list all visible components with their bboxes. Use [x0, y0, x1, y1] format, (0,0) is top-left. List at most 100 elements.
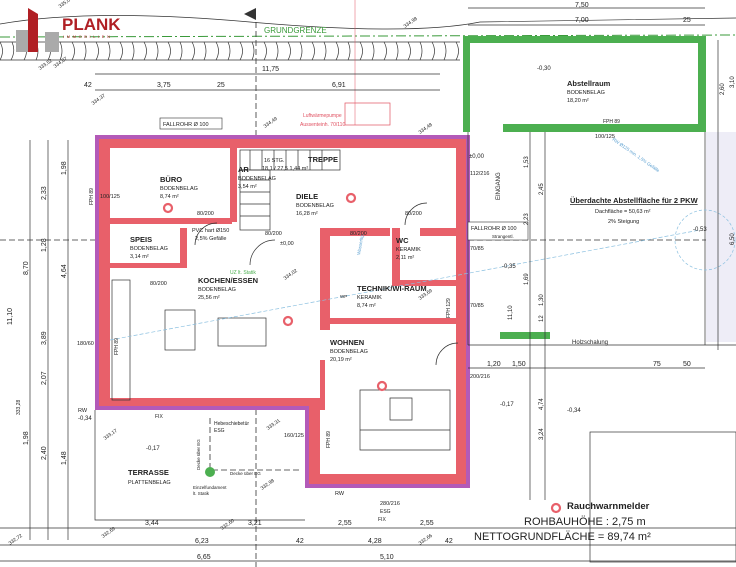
- room-diele: DIELE: [296, 192, 318, 201]
- svg-text:25: 25: [683, 17, 691, 24]
- foundation-marker: [205, 467, 215, 477]
- svg-text:FPH 89: FPH 89: [603, 119, 620, 125]
- svg-text:332,98: 332,98: [260, 478, 276, 492]
- svg-text:Hebeschiebetür: Hebeschiebetür: [214, 421, 249, 427]
- svg-text:1,53: 1,53: [524, 156, 530, 168]
- svg-text:-0,34: -0,34: [567, 408, 581, 414]
- svg-text:-0,35: -0,35: [502, 264, 516, 270]
- svg-text:4,64: 4,64: [61, 264, 68, 278]
- svg-text:7,00: 7,00: [575, 17, 589, 24]
- svg-text:4,28: 4,28: [368, 538, 382, 545]
- top-dimensions: 11,75 3,75 25 6,91 42 7,50 7,00 25: [84, 2, 705, 91]
- svg-text:75: 75: [653, 361, 661, 368]
- svg-text:42: 42: [84, 82, 92, 89]
- plank-logo: PLANK IMMOBILIEN: [16, 8, 121, 52]
- carport-labels: Überdachte Abstellfläche für 2 PKW Dachf…: [570, 196, 699, 225]
- svg-text:EINGANG: EINGANG: [496, 172, 502, 200]
- svg-text:1,50: 1,50: [512, 361, 526, 368]
- svg-text:FPH 89: FPH 89: [326, 431, 332, 448]
- svg-text:Einzelfundament: Einzelfundament: [193, 485, 227, 490]
- svg-text:ESG: ESG: [214, 428, 225, 434]
- svg-text:2,11 m²: 2,11 m²: [396, 255, 414, 261]
- svg-text:FALLROHR Ø 100: FALLROHR Ø 100: [163, 122, 209, 128]
- svg-text:1,69: 1,69: [524, 273, 530, 285]
- svg-text:BODENBELAG: BODENBELAG: [296, 203, 334, 209]
- svg-text:-0,30: -0,30: [537, 66, 551, 72]
- svg-text:3,21: 3,21: [248, 520, 262, 527]
- svg-text:12: 12: [539, 315, 545, 322]
- svg-text:BODENBELAG: BODENBELAG: [238, 176, 276, 182]
- svg-text:RW: RW: [78, 408, 88, 414]
- svg-text:BODENBELAG: BODENBELAG: [567, 90, 605, 96]
- svg-text:FALLROHR Ø 100: FALLROHR Ø 100: [471, 226, 517, 232]
- svg-text:-0,17: -0,17: [146, 446, 160, 452]
- svg-text:KERAMIK: KERAMIK: [396, 247, 421, 253]
- svg-text:1,20: 1,20: [487, 361, 501, 368]
- svg-text:8,74 m²: 8,74 m²: [357, 303, 376, 309]
- room-treppe: TREPPE: [308, 155, 338, 164]
- svg-text:Holzschalung: Holzschalung: [572, 340, 608, 346]
- svg-text:2,55: 2,55: [420, 520, 434, 527]
- svg-text:6,50: 6,50: [730, 233, 736, 245]
- terrain-line: [0, 15, 736, 30]
- svg-text:1,98: 1,98: [61, 161, 68, 175]
- room-wohnen: WOHNEN: [330, 338, 364, 347]
- ceiling-line: [209, 418, 300, 471]
- svg-text:3,75: 3,75: [157, 82, 171, 89]
- mid-dimensions: 1,20 1,50 75 50: [468, 361, 705, 369]
- svg-text:3,24: 3,24: [539, 428, 545, 440]
- legend-height: ROHBAUHÖHE : 2,75 m: [524, 516, 646, 528]
- svg-text:333,31: 333,31: [266, 418, 282, 432]
- svg-text:333,17: 333,17: [103, 428, 119, 442]
- svg-text:334,98: 334,98: [403, 16, 419, 30]
- drain-line: [109, 229, 701, 341]
- svg-text:25,56 m²: 25,56 m²: [198, 295, 220, 301]
- room-labels: BÜRO BODENBELAG 8,74 m² AR BODENBELAG 3,…: [128, 79, 611, 486]
- svg-text:332,66: 332,66: [418, 533, 434, 547]
- svg-text:50: 50: [683, 361, 691, 368]
- svg-text:PLATTENBELAG: PLATTENBELAG: [128, 480, 171, 486]
- neighbor-building-outline: [589, 431, 736, 563]
- seepage-well: [674, 209, 736, 271]
- svg-text:Überdachte Abstellfläche für 2: Überdachte Abstellfläche für 2 PKW: [570, 196, 699, 205]
- svg-text:20,19 m²: 20,19 m²: [330, 357, 352, 363]
- svg-text:2,33: 2,33: [41, 186, 48, 200]
- svg-text:80/200: 80/200: [265, 231, 282, 237]
- svg-text:333,28: 333,28: [16, 399, 22, 415]
- svg-text:80/200: 80/200: [150, 281, 167, 287]
- svg-text:ESG: ESG: [380, 509, 391, 515]
- svg-text:1,30: 1,30: [539, 294, 545, 306]
- svg-text:70/85: 70/85: [470, 303, 484, 309]
- door-swing: [404, 202, 428, 226]
- svg-text:±0,00: ±0,00: [469, 154, 485, 160]
- svg-text:FPH 89: FPH 89: [114, 338, 120, 355]
- svg-text:PVC hart Ø150: PVC hart Ø150: [192, 228, 229, 234]
- svg-text:lt. Statik: lt. Statik: [193, 491, 210, 496]
- kitchen-counter: [111, 279, 131, 401]
- svg-text:5,10: 5,10: [380, 554, 394, 561]
- svg-text:BODENBELAG: BODENBELAG: [330, 349, 368, 355]
- svg-text:RW Ø125 min. 1,5% Gefälle: RW Ø125 min. 1,5% Gefälle: [611, 137, 661, 174]
- svg-text:2,60: 2,60: [720, 83, 726, 95]
- smoke-detector-icons: [162, 192, 562, 514]
- svg-text:11,10: 11,10: [7, 308, 14, 325]
- room-speis: SPEIS: [130, 235, 152, 244]
- bottom-dimensions: 3,44 3,21 2,55 2,55 6,23 42 4,28 42 6,65…: [0, 520, 736, 562]
- svg-text:180/60: 180/60: [77, 341, 94, 347]
- svg-text:2,55: 2,55: [338, 520, 352, 527]
- svg-text:3,54 m²: 3,54 m²: [238, 184, 257, 190]
- svg-text:334,48: 334,48: [418, 122, 434, 136]
- svg-text:RW: RW: [335, 491, 345, 497]
- svg-text:Strangentl.: Strangentl.: [492, 234, 514, 239]
- svg-text:WP: WP: [340, 294, 347, 299]
- left-dimensions: 1,98 2,33 1,28 4,64 8,70 11,10 3,89 2,07…: [7, 140, 69, 540]
- svg-text:334,87: 334,87: [53, 56, 69, 70]
- svg-text:16 STG.: 16 STG.: [264, 158, 285, 164]
- svg-text:IMMOBILIEN: IMMOBILIEN: [63, 34, 113, 39]
- svg-text:BODENBELAG: BODENBELAG: [160, 186, 198, 192]
- svg-text:80/200: 80/200: [197, 211, 214, 217]
- svg-text:KERAMIK: KERAMIK: [357, 295, 382, 301]
- svg-text:1,98: 1,98: [23, 431, 30, 445]
- door-swing: [435, 342, 459, 366]
